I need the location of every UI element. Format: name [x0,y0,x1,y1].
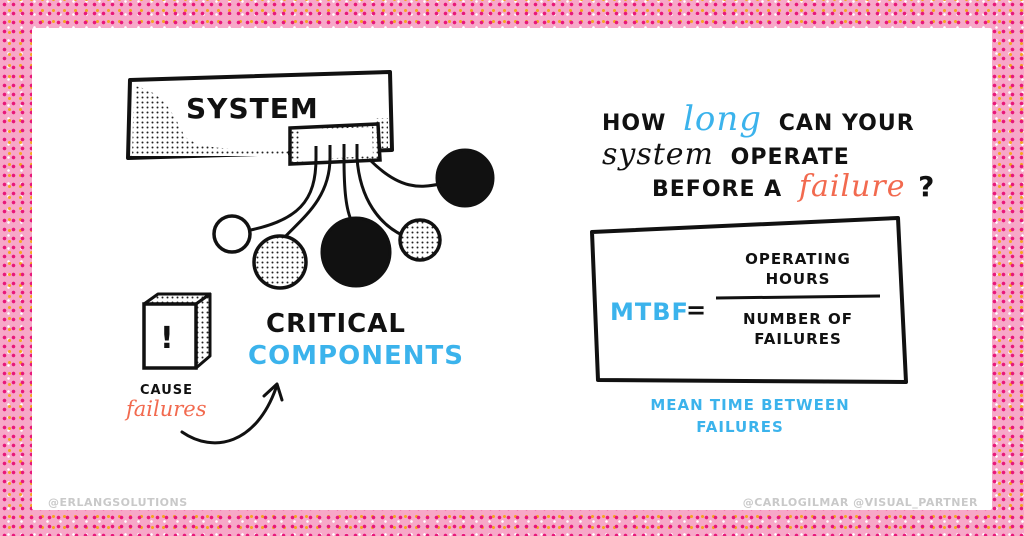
curved-arrow-icon [180,382,284,445]
question-mark: ? [918,170,935,203]
cable [355,156,406,238]
credit-right: @CARLOGILMAR @VISUAL_PARTNER [742,496,978,509]
critical-label: CRITICAL [266,309,406,339]
failures-label: failures [124,397,207,421]
connector-port [288,122,382,166]
question-system: system [602,137,714,172]
question-can-your: CAN YOUR [779,111,915,136]
definition-line-2: FAILURES [696,418,784,436]
credit-left: @ERLANGSOLUTIONS [48,496,188,509]
cause-label: CAUSE [140,383,193,398]
denominator-line-1: NUMBER OF [743,310,853,328]
component-circle-black [435,148,495,208]
denominator-line-2: FAILURES [754,330,842,348]
numerator-line-2: HOURS [766,270,831,288]
switch-exclamation-mark: ! [160,321,175,356]
component-circle-dotted [252,234,308,290]
mtbf-formula-box: MTBF = OPERATING HOURS NUMBER OF FAILURE… [590,216,908,384]
question-text: HOW long CAN YOUR system OPERATE BEFORE … [602,99,935,204]
question-operate: OPERATE [731,145,850,170]
svg-text:BEFORE A failure ?: BEFORE A failure ? [652,169,935,204]
svg-text:system OPERATE: system OPERATE [602,137,850,172]
question-how: HOW [602,111,666,136]
cable [368,158,442,188]
cable [238,156,318,234]
equals-sign: = [686,296,707,324]
definition-line-1: MEAN TIME BETWEEN [650,396,849,414]
components-label: COMPONENTS [248,341,464,371]
question-before-a: BEFORE A [652,177,782,202]
component-circle-small-white [212,214,252,254]
cable [342,156,354,224]
cable [280,156,332,242]
question-failure: failure [797,169,906,204]
fraction-bar [715,294,881,300]
mtbf-label: MTBF [610,298,689,326]
component-circle-black-large [320,216,392,288]
failure-switch: ! [142,292,212,370]
question-long: long [683,99,762,139]
numerator-line-1: OPERATING [745,250,851,268]
system-label: SYSTEM [186,92,319,125]
svg-text:HOW long CAN YOUR: HOW long CAN YOUR [602,99,915,139]
component-circle-dotted-small [398,218,442,262]
